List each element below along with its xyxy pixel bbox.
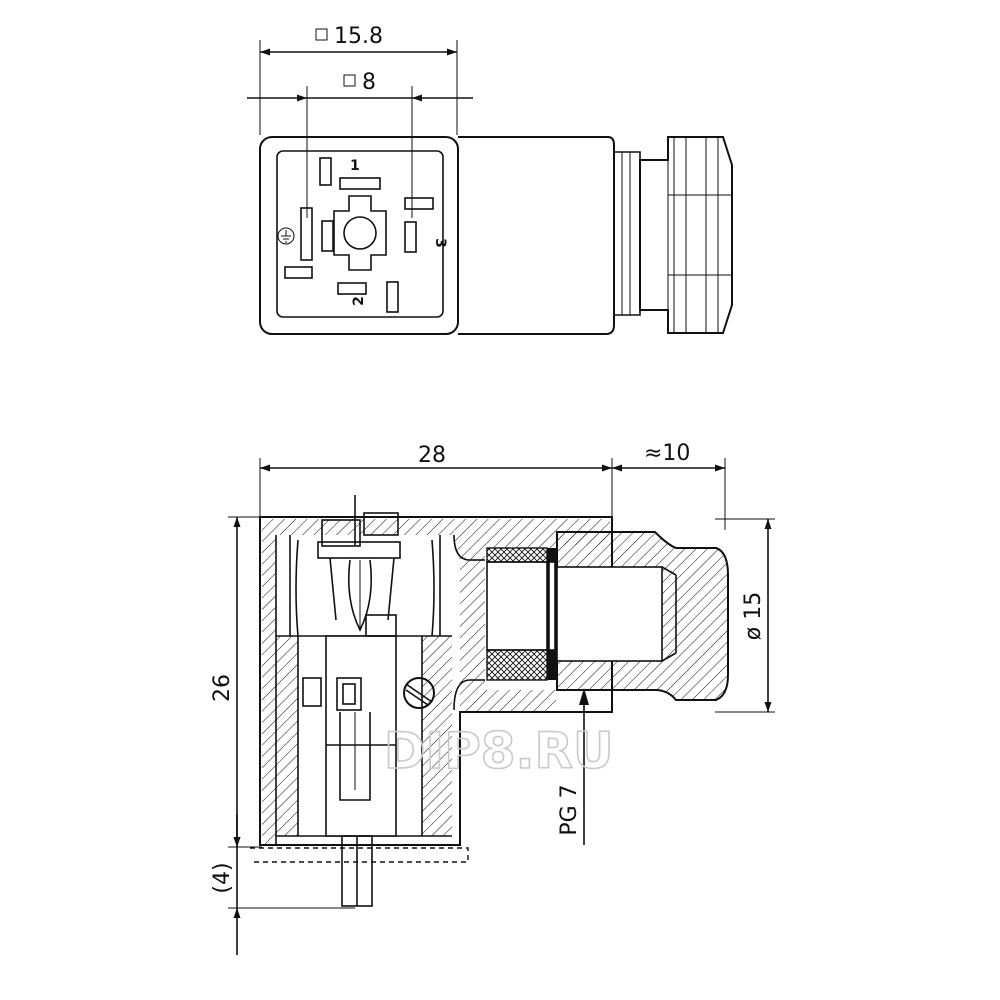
dimension-top-inner: 8 bbox=[247, 70, 473, 218]
pin-2-label: 2 bbox=[351, 296, 367, 306]
dim-length-label: 28 bbox=[418, 443, 446, 468]
dim-height-label: 26 bbox=[210, 674, 235, 702]
thread-label: PG 7 bbox=[557, 784, 582, 835]
side-view: 28 ≈10 26 (4) ø 15 PG 7 bbox=[210, 441, 775, 955]
pin-3-label: 3 bbox=[432, 238, 448, 248]
dim-nut-label: ≈10 bbox=[644, 441, 690, 466]
dim-top-outer-label: 15.8 bbox=[334, 24, 383, 49]
ground-icon bbox=[277, 227, 295, 245]
dim-top-inner-label: 8 bbox=[362, 70, 376, 95]
top-view: 15.8 8 bbox=[247, 24, 733, 335]
dim-diameter-label: ø 15 bbox=[741, 592, 766, 640]
dimension-top-outer: 15.8 bbox=[259, 24, 458, 135]
pin-1-label: 1 bbox=[350, 158, 360, 174]
dim-pin-label: (4) bbox=[210, 862, 235, 893]
watermark: DIP8.RU bbox=[384, 722, 614, 780]
